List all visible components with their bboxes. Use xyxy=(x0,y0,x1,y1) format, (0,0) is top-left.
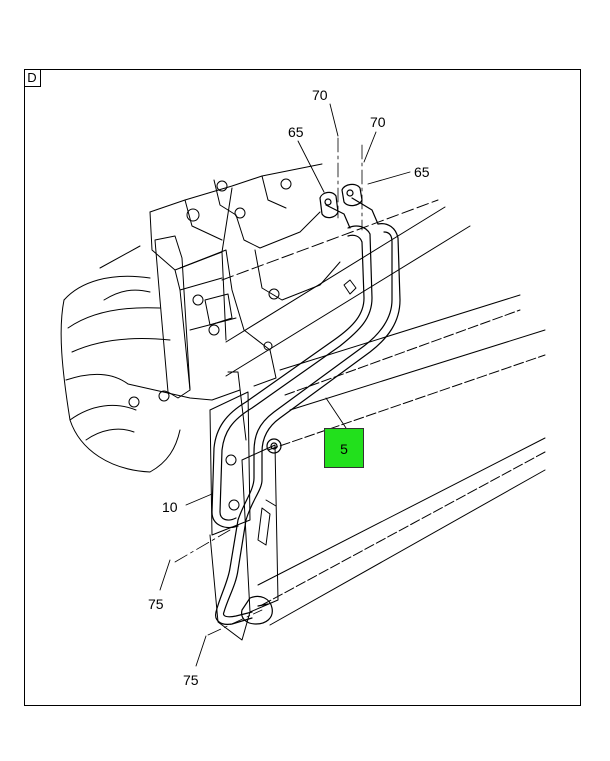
callout-75-upper[interactable]: 75 xyxy=(148,596,164,612)
diagram-frame xyxy=(24,69,581,706)
callout-70-upper[interactable]: 70 xyxy=(312,87,328,103)
callout-5-highlighted[interactable]: 5 xyxy=(324,428,364,468)
leader-10 xyxy=(185,493,213,506)
leader-5 xyxy=(325,397,347,429)
cooler-body xyxy=(209,371,279,641)
callout-65-left[interactable]: 65 xyxy=(288,124,304,140)
callout-75-lower[interactable]: 75 xyxy=(183,672,199,688)
callout-65-right[interactable]: 65 xyxy=(414,164,430,180)
callout-10[interactable]: 10 xyxy=(162,499,178,515)
leader-65b xyxy=(367,171,411,185)
section-label: D xyxy=(24,69,41,87)
leader-75b xyxy=(195,635,207,667)
leader-75a xyxy=(159,559,171,591)
mounting-bracket xyxy=(127,235,277,408)
leader-70b xyxy=(363,131,377,163)
oil-lines xyxy=(211,183,401,625)
leader-lines xyxy=(159,103,411,667)
frame-rails xyxy=(221,199,546,626)
leader-70a xyxy=(329,103,339,137)
engine-outline xyxy=(60,245,181,473)
callout-70-right[interactable]: 70 xyxy=(370,114,386,130)
